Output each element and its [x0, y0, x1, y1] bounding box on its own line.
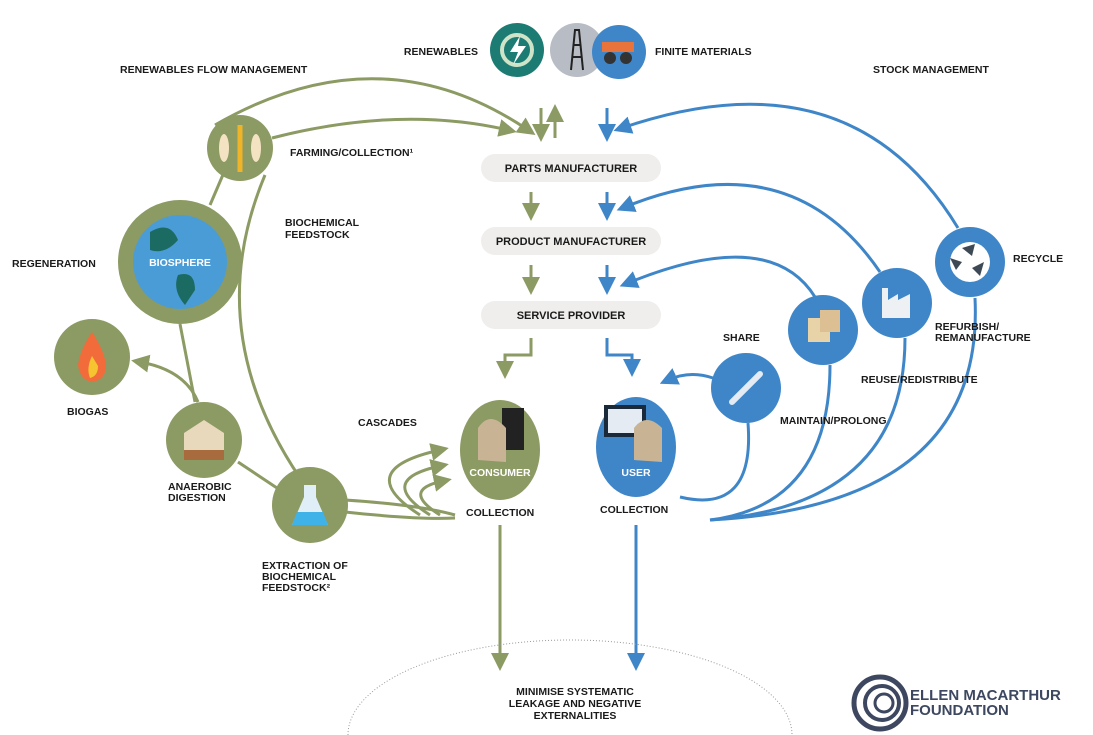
consumer-collection-label: COLLECTION	[466, 507, 534, 519]
biological-cycle-flows	[131, 77, 536, 520]
finite-materials-label: FINITE MATERIALS	[655, 46, 752, 58]
technical-cycle-flows	[613, 102, 977, 522]
recycle-label: RECYCLE	[1013, 253, 1063, 265]
renewables-flow-management-heading: RENEWABLES FLOW MANAGEMENT	[120, 64, 308, 76]
oil-rig-icon	[550, 23, 604, 77]
biosphere-icon: BIOSPHERE	[118, 200, 242, 324]
renewables-icon	[490, 23, 544, 77]
biogas-flame-icon	[54, 319, 130, 395]
cascades-label: CASCADES	[358, 417, 417, 429]
extraction-flask-icon	[272, 467, 348, 543]
biosphere-label: BIOSPHERE	[149, 257, 211, 269]
consumer-label: CONSUMER	[469, 467, 531, 479]
maintain-prolong-label: MAINTAIN/PROLONG	[780, 415, 887, 427]
farming-icon	[207, 115, 273, 181]
consumer-icon: CONSUMER	[460, 400, 540, 500]
svg-text:PRODUCT MANUFACTURER: PRODUCT MANUFACTURER	[496, 236, 646, 248]
svg-text:SERVICE PROVIDER: SERVICE PROVIDER	[517, 310, 626, 322]
regeneration-label: REGENERATION	[12, 258, 96, 270]
biogas-label: BIOGAS	[67, 406, 108, 418]
user-label: USER	[621, 467, 651, 479]
factory-icon	[862, 268, 932, 338]
boxes-icon	[788, 295, 858, 365]
recycle-icon	[935, 227, 1005, 297]
user-collection-label: COLLECTION	[600, 504, 668, 516]
share-label: SHARE	[723, 332, 760, 344]
chain-arrows	[491, 104, 645, 671]
pill-product-manufacturer: PRODUCT MANUFACTURER	[481, 227, 661, 255]
farming-collection-label: FARMING/COLLECTION¹	[290, 147, 414, 159]
stock-management-heading: STOCK MANAGEMENT	[873, 64, 989, 76]
pill-service-provider: SERVICE PROVIDER	[481, 301, 661, 329]
wrench-icon	[711, 353, 781, 423]
renewables-label: RENEWABLES	[404, 46, 478, 58]
mining-truck-icon	[592, 25, 646, 79]
pill-parts-manufacturer: PARTS MANUFACTURER	[481, 154, 661, 182]
reuse-redistribute-label: REUSE/REDISTRIBUTE	[861, 374, 978, 386]
user-icon: USER	[596, 397, 676, 497]
refurbish-remanufacture-label: REFURBISH/REMANUFACTURE	[935, 321, 1031, 344]
anaerobic-digestion-icon	[166, 402, 242, 478]
leakage-boundary	[347, 639, 793, 735]
svg-text:PARTS MANUFACTURER: PARTS MANUFACTURER	[505, 163, 637, 175]
